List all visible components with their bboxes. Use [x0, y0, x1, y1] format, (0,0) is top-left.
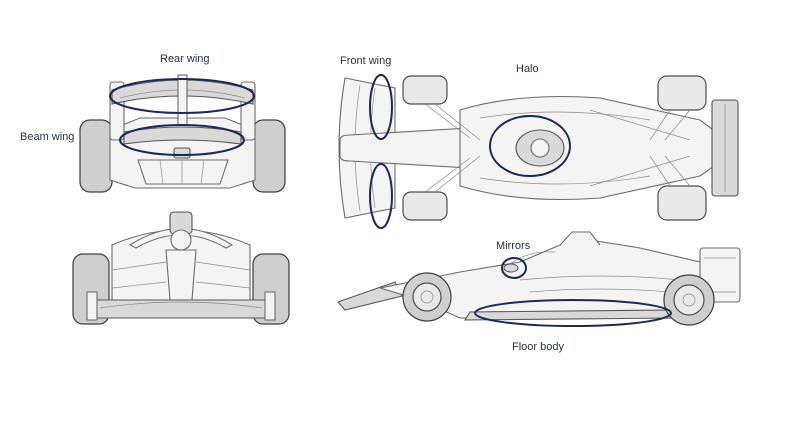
floor-body-label: Floor body	[512, 341, 564, 353]
front-wing-upper-highlight	[369, 74, 393, 140]
front-wing-label: Front wing	[340, 55, 392, 67]
mirrors-highlight	[501, 257, 527, 279]
rear-view-drawing	[79, 74, 286, 193]
side-view-mirror	[503, 263, 519, 273]
rear-wing-highlight	[109, 78, 255, 114]
front-view-front-wing	[86, 299, 276, 319]
halo-highlight	[489, 115, 571, 177]
mirrors-label: Mirrors	[496, 240, 531, 252]
rear-wing-label: Rear wing	[160, 53, 210, 65]
front-view-drawing	[72, 211, 290, 325]
top-view-rear-right-tyre	[657, 185, 707, 221]
floor-body-highlight	[474, 299, 672, 327]
top-view-front-left-tyre	[402, 75, 448, 105]
beam-wing-highlight	[119, 124, 245, 156]
front-wing-lower-highlight	[369, 163, 393, 229]
top-view-drawing	[338, 75, 739, 221]
top-view-rear-left-tyre	[657, 75, 707, 111]
halo-label: Halo	[516, 63, 539, 75]
top-view-front-right-tyre	[402, 191, 448, 221]
rear-view-left-tyre	[79, 119, 113, 193]
side-view-floor	[464, 309, 676, 321]
side-view-drawing	[337, 231, 741, 326]
beam-wing-label: Beam wing	[20, 131, 75, 143]
rear-view-right-tyre	[252, 119, 286, 193]
